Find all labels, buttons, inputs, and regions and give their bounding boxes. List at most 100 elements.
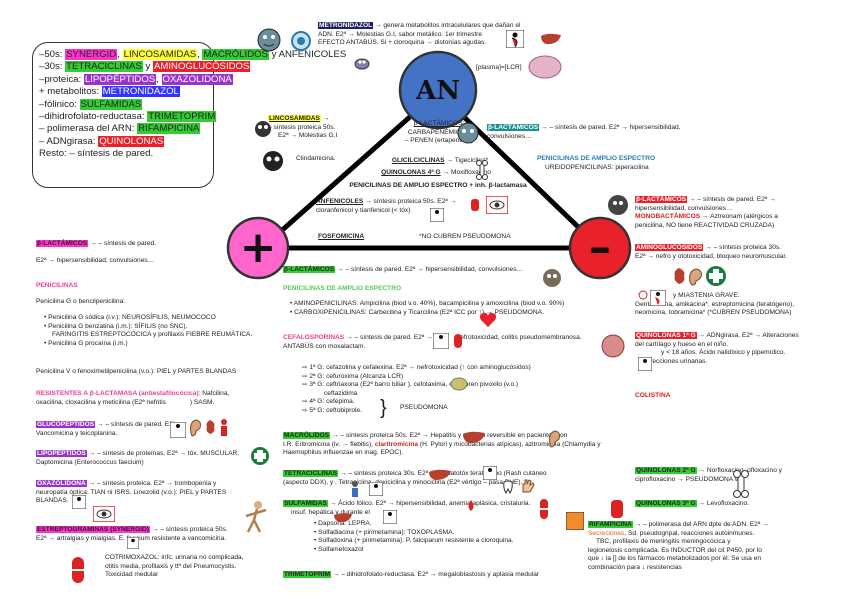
rifa-l5: que ↓ la [] de los fármacos metabolizado…: [588, 555, 838, 564]
beta-tr-l2: convulsiones…: [487, 133, 737, 142]
amino-l2: E2ª → nefro y ototoxicidad, bloqueo neur…: [635, 253, 840, 262]
right-beta: β-LACTÁMICOS → – síntesis de pared. E2ª …: [635, 196, 840, 230]
cefa-item-1: 1ª G: cefazolina y cefalexina. E2ª → nef…: [302, 364, 622, 373]
eye-oxa-icon: [93, 506, 115, 522]
right-quin3: QUINOLONAS 3ª G → Levofloxacino.: [635, 500, 785, 509]
cotri-l3: Toxicidad medular: [105, 571, 285, 580]
left-beta-rest: → – síntesis de pared.: [88, 240, 156, 247]
rifa-l4: legionelosis complicada. Es INDUCTOR del…: [588, 547, 838, 556]
ear-icon: [686, 267, 704, 287]
estrep-rest: → – síntesis proteica 50s.: [150, 526, 228, 533]
macro-l2b: claritromicina: [375, 441, 418, 448]
anfen-name: ANFENICOLES: [316, 198, 363, 205]
cotri-l1: COTRIMOXAZOL:: [105, 554, 160, 561]
macro-l2c: (H. Pylori y micobacterias atípicas), az…: [418, 441, 600, 448]
metronidazol-l3: EFECTO ANTABÚS. Si + cloroquina → diston…: [318, 39, 568, 48]
colistina: COLISTINA: [635, 392, 671, 401]
center-penic-title: PENICILINAS DE AMPLIO ESPECTRO: [283, 285, 401, 294]
linco-l2: – síntesis proteica 50s.: [268, 124, 388, 133]
tooth-icon: [502, 480, 514, 494]
macro-l2a: I.R. Eritromicina (iv. → flebitis),: [283, 441, 375, 448]
estrep-name: ESTREPTOGRAMINAS (SYNERGID): [36, 526, 150, 533]
list-item: Penicilina G sódica (i.v.): NEUROSÍFILIS…: [44, 314, 284, 323]
pill-cefa-icon: [452, 333, 464, 349]
linco-l3: E2ª → Molestias G.I: [268, 132, 388, 141]
left-estrep: ESTREPTOGRAMINAS (SYNERGID) → – síntesis…: [36, 526, 276, 543]
node-negative-label: –: [589, 222, 611, 273]
sulfa-name: SULFAMIDAS: [283, 500, 328, 507]
metronidazol-rest: → genera metabolitos intracelulares que …: [373, 22, 520, 29]
microbe-icon: [286, 26, 316, 56]
penic-ae-right-text: UREIDOPENICILINAS: piperacilina: [537, 164, 717, 173]
quin1-rest: → ADNgirasa. E2ª → Alteraciones: [697, 332, 799, 339]
cross-lipo-icon: [250, 446, 270, 466]
pregnant-gluco-icon: [170, 422, 186, 438]
triangle-penic-ae: PENICILINAS DE AMPLIO ESPECTRO + inh. β-…: [318, 182, 558, 191]
tetra-l2: (aspecto DDX), y . Tetraciclina, doxicic…: [283, 479, 628, 488]
penic-ae-text: PENICILINAS DE AMPLIO ESPECTRO + inh. β-…: [349, 182, 526, 189]
list-item: Penicilina G procaína (i.m.): [44, 340, 284, 349]
liver-tetra-icon: [428, 468, 452, 482]
pregnant-quin-icon: [638, 357, 652, 371]
node-positive-label: +: [240, 222, 277, 273]
macro-l3: Haemophilus influenzae en inag. EPOC).: [283, 449, 628, 458]
triangle-nocubren: *NO CUBREN PSEUDOMONA: [419, 233, 511, 242]
mono-name: MONOBACTÁMICOS: [635, 213, 700, 220]
germ-mid-icon: [540, 266, 564, 290]
rifa-rest: → – polimerasa del ARN dpte de ADN. E2ª …: [633, 521, 769, 528]
right-beta-name: β-LACTÁMICOS: [635, 196, 687, 203]
ear-macro-icon: [547, 429, 561, 449]
rifa-icon: [566, 512, 584, 530]
oxa-l2b: TIAN ni ISRS. Linezolid (v.o.): PIEL y P…: [91, 489, 227, 496]
intestine-icon: [600, 333, 626, 359]
left-cotri: COTRIMOXAZOL: infc. urinaria no complica…: [105, 554, 285, 580]
mono-rest: → Aztreonam (alérgicos a: [700, 213, 778, 220]
pregnant-estrep-icon: [127, 537, 139, 549]
rifa-l2b: , Sd. pseudogripal, reacciones autoinmun…: [624, 530, 754, 537]
penic-ae-right: PENICILINAS DE AMPLIO ESPECTRO UREIDOPEN…: [537, 155, 717, 172]
metronidazol-name: METRONIDAZOL: [318, 22, 373, 29]
left-beta-name: β-LACTÁMICOS: [36, 240, 88, 247]
left-resist: RESISTENTES A β-LACTAMASA (antiestafiloc…: [36, 390, 286, 407]
triangle-fosfo: FOSFOMICINA: [318, 233, 364, 242]
gallbladder-icon: [450, 376, 468, 392]
fosfo-name: FOSFOMICINA: [318, 233, 364, 240]
cefa-rest: → – síntesis de pared. E2ª →: [344, 334, 433, 341]
resist-title: RESISTENTES A β-LACTAMASA (antiestafiloc…: [36, 390, 199, 397]
pregnant-tetra-icon: [483, 466, 497, 480]
quin1-l2: del cartílago y hueso en el niño.: [635, 341, 840, 350]
trime-rest: → – dihidrofolato-reductasa. E2ª → megal…: [331, 571, 539, 578]
list-item: Penicilina G benzatina (i.m.): SÍFILIS (…: [44, 323, 284, 332]
amino-rest: → – síntesis proteica 30s.: [703, 244, 781, 251]
oxa-name: OXAZOLIDONA: [36, 480, 87, 487]
cefa-item-6: 5ª G: ceftobiprole.: [302, 407, 622, 416]
cross-icon: [705, 265, 727, 287]
oxa-rest: → – síntesis proteica. E2ª → trombopenia…: [87, 480, 217, 487]
germ-right-icon: [455, 120, 481, 146]
center-beta-rest: → – síntesis de pared. E2ª → hipersensib…: [335, 266, 523, 273]
eye-icon: [486, 196, 508, 214]
rifampicina-block: RIFAMPICINA → – polimerasa del ARN dpte …: [588, 521, 838, 573]
quin2-name: QUINOLONAS 2ª G: [635, 467, 697, 474]
left-beta-l2: E2ª → hipersensibilidad, convulsiones…: [36, 257, 236, 266]
liver-icon: [540, 32, 562, 46]
liver-sulfa-icon: [333, 512, 353, 524]
resist-rest: : Nafcilina,: [199, 390, 230, 397]
pill-rifa-icon: [608, 499, 626, 519]
anfen-rest: → síntesis proteica 50s. E2ª →: [363, 198, 456, 205]
quin1-l4: Infecciones urinarias.: [635, 358, 840, 367]
left-penic-g: Penicilina G o bencilpenicilina:: [36, 298, 125, 307]
left-penic-title: PENICILINAS: [36, 282, 78, 291]
mosquito-icon: [350, 50, 374, 74]
metronidazol-block: METRONIDAZOL → genera metabolitos intrac…: [318, 22, 568, 48]
list-item: CARBOXIPENICILINAS: Carbecilina y Ticarc…: [290, 309, 610, 318]
pregnant-cefa-icon: [433, 333, 449, 349]
pregnant-anfen-icon: [430, 208, 444, 222]
man-icon: [218, 418, 230, 438]
lipo-name: LIPOPÉPTIDOS: [36, 450, 87, 457]
beta-top-right: β-LACTÁMICOS → – síntesis de pared. E2ª …: [487, 124, 737, 141]
quin3-name: QUINOLONAS 3ª G: [635, 500, 697, 507]
linco-rest: →: [321, 115, 329, 122]
tetra-name: TETRACICLINAS: [283, 470, 338, 477]
pregnant-amino-icon: [650, 290, 666, 306]
